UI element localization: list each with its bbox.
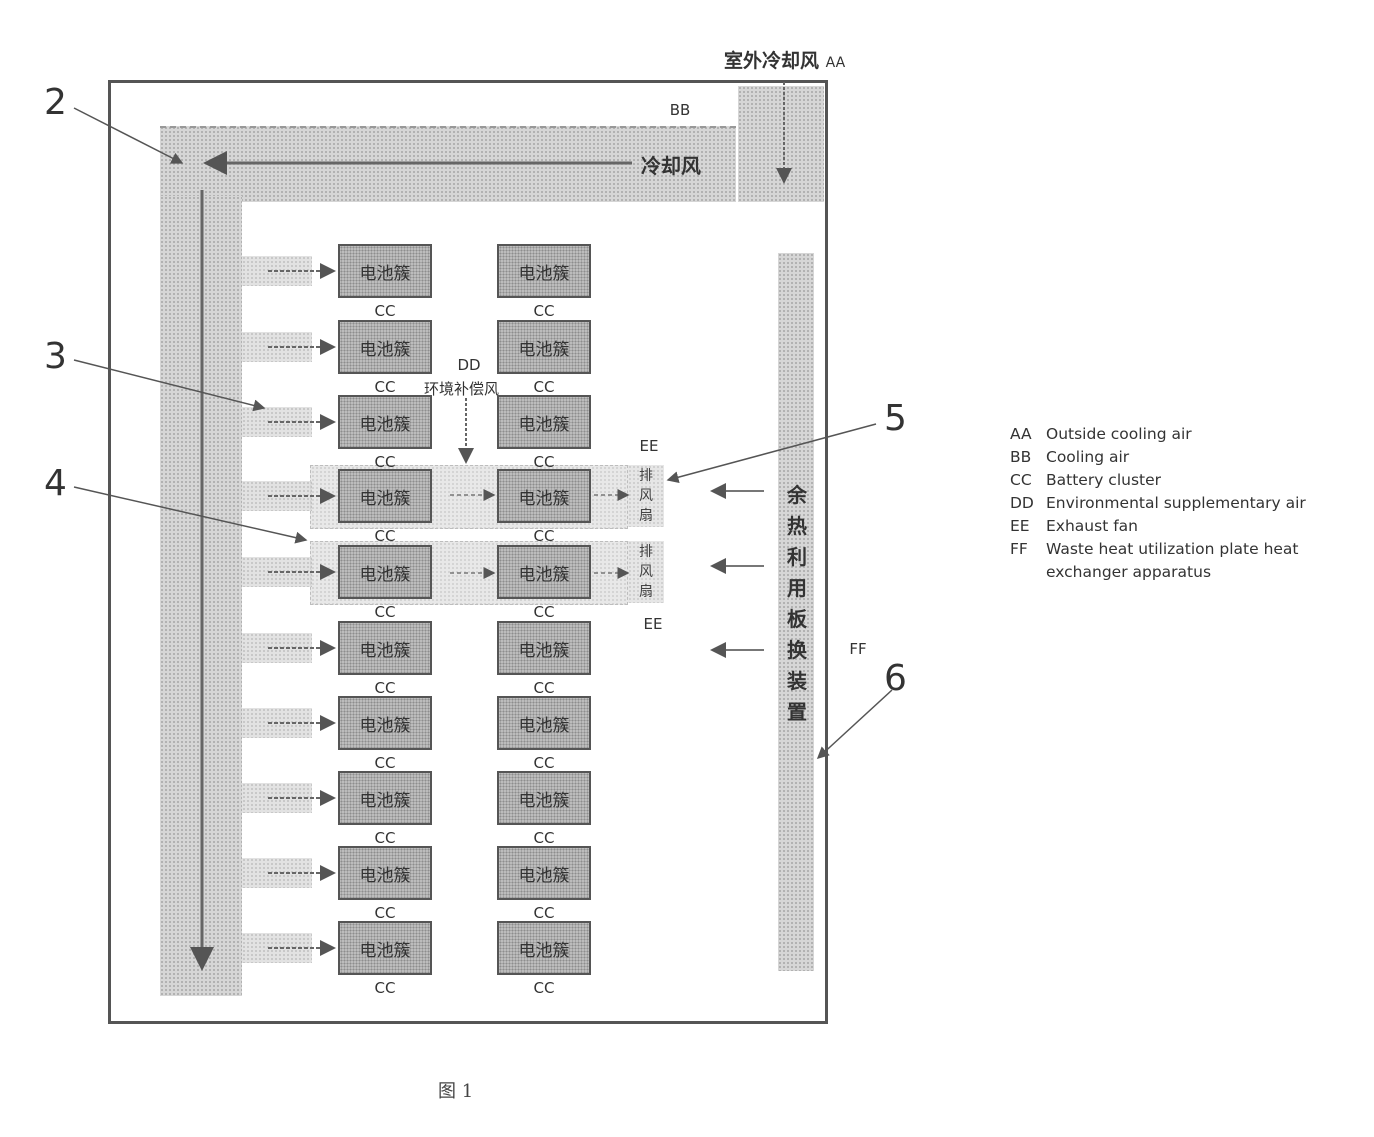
figure-caption: 图 1 bbox=[438, 1077, 473, 1103]
legend-item-dd: DDEnvironmental supplementary air bbox=[1010, 492, 1306, 515]
leader-2 bbox=[74, 108, 182, 163]
legend-item-cc: CCBattery cluster bbox=[1010, 469, 1306, 492]
legend: AAOutside cooling air BBCooling air CCBa… bbox=[1010, 423, 1306, 584]
leader-4 bbox=[74, 487, 306, 540]
leader-5 bbox=[668, 424, 876, 480]
legend-item-aa: AAOutside cooling air bbox=[1010, 423, 1306, 446]
legend-item-bb: BBCooling air bbox=[1010, 446, 1306, 469]
leader-3 bbox=[74, 360, 264, 408]
leader-6 bbox=[818, 690, 892, 758]
legend-item-ee: EEExhaust fan bbox=[1010, 515, 1306, 538]
legend-item-ff: FFWaste heat utilization plate heat exch… bbox=[1010, 538, 1306, 584]
